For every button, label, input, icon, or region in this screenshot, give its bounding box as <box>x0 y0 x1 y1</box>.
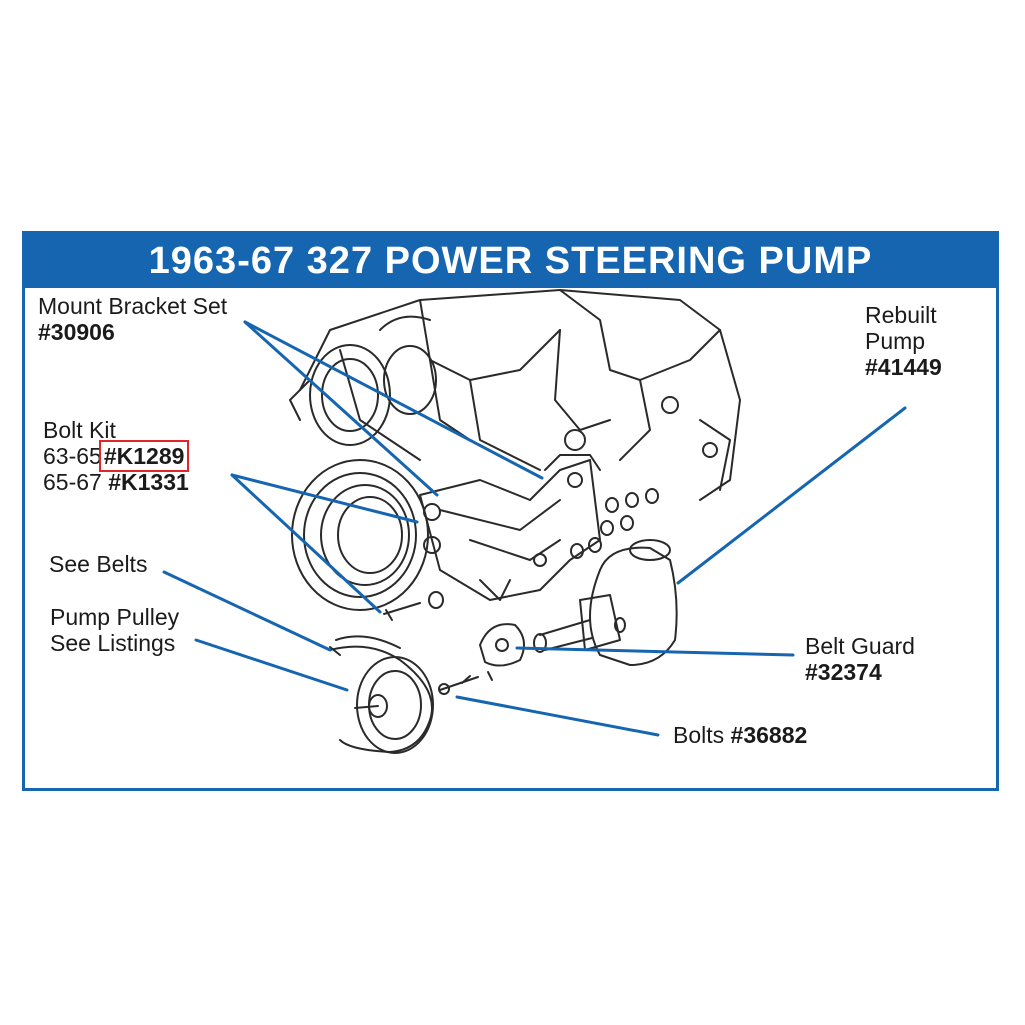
page-title: 1963-67 327 POWER STEERING PUMP <box>148 239 873 282</box>
bolt-kit-row-2-part-number: #K1331 <box>108 469 189 495</box>
label-rebuilt-pump: Rebuilt Pump #41449 <box>865 302 942 380</box>
label-pump-pulley: Pump Pulley See Listings <box>50 604 179 656</box>
label-mount-bracket: Mount Bracket Set #30906 <box>38 293 227 345</box>
pump-pulley-name: Pump Pulley <box>50 604 180 630</box>
bolt-kit-row-2-years: 65-67 <box>43 469 102 495</box>
mount-bracket-name: Mount Bracket Set <box>38 293 228 319</box>
leader-pump-pulley <box>194 638 349 692</box>
bolt-kit-row-1: 63-65#K1289 <box>43 440 190 472</box>
label-see-belts: See Belts <box>49 551 147 577</box>
water-pump-pulley <box>289 344 437 446</box>
bolts-part-number: #36882 <box>730 722 808 748</box>
label-bolts: Bolts #36882 <box>673 722 807 748</box>
leader-mount-bracket-1 <box>243 320 439 497</box>
bolts-name: Bolts <box>673 722 725 748</box>
belt-drawing <box>329 635 401 656</box>
bolt-kit-row-1-years: 63-65 <box>43 443 102 469</box>
engine-block <box>299 289 741 501</box>
bolt-kit-row-1-part-number[interactable]: #K1289 <box>98 440 190 472</box>
leader-mount-bracket-2 <box>243 320 544 480</box>
leader-bolts <box>455 695 660 737</box>
diagram-frame: 1963-67 327 POWER STEERING PUMP <box>22 231 999 791</box>
washers <box>428 488 659 609</box>
pump-pulley-drawing <box>329 645 434 754</box>
crank-pulley <box>291 459 429 611</box>
bracket-bolt <box>383 602 421 621</box>
leader-bolt-kit-1 <box>230 473 419 524</box>
pump-pulley-see-listings: See Listings <box>50 630 176 656</box>
belt-guard-drawing <box>479 623 525 667</box>
pump-drawing <box>533 539 678 666</box>
label-belt-guard: Belt Guard #32374 <box>805 633 915 685</box>
leader-belt-guard <box>515 646 795 657</box>
rebuilt-pump-line-1: Rebuilt <box>865 302 937 328</box>
rebuilt-pump-line-2: Pump <box>865 328 926 354</box>
bolt-kit-row-2: 65-67 #K1331 <box>43 469 189 495</box>
bolt-kit-name: Bolt Kit <box>43 417 116 443</box>
belt-guard-name: Belt Guard <box>805 633 915 659</box>
leader-bolt-kit-2 <box>230 473 382 614</box>
mount-bracket-drawing <box>419 454 601 601</box>
see-belts-text: See Belts <box>49 551 148 577</box>
guard-bolts <box>439 671 493 691</box>
rebuilt-pump-part-number: #41449 <box>865 354 942 380</box>
mount-bracket-part-number: #30906 <box>38 319 115 345</box>
title-bar: 1963-67 327 POWER STEERING PUMP <box>25 234 996 288</box>
label-bolt-kit: Bolt Kit 63-65#K1289 65-67 #K1331 <box>43 417 190 495</box>
leader-see-belts <box>162 570 332 652</box>
leader-rebuilt-pump <box>676 406 907 585</box>
belt-guard-part-number: #32374 <box>805 659 882 685</box>
